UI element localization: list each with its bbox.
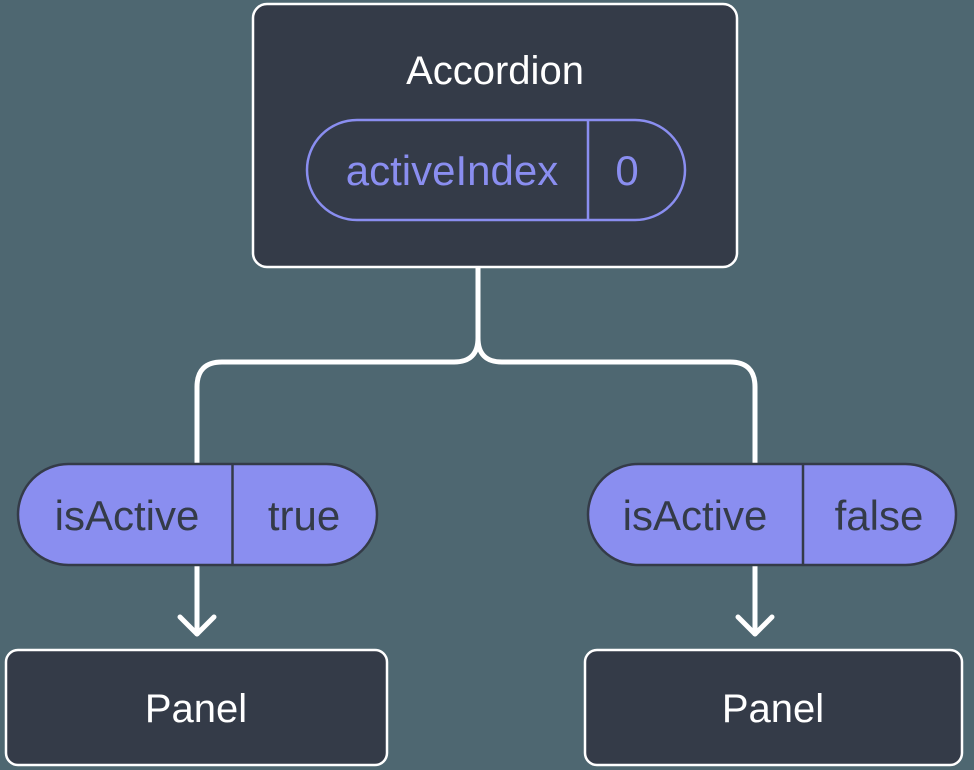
connector-right-branch — [475, 263, 758, 637]
arrowhead-left-icon — [177, 614, 217, 637]
accordion-node-label: Accordion — [406, 49, 584, 93]
panel-left-node-label: Panel — [145, 687, 247, 731]
is-active-true-pill — [16, 462, 379, 567]
active-index-pill — [305, 118, 687, 222]
active-index-prop-value: 0 — [615, 147, 638, 194]
is-active-true-prop-name: isActive — [55, 492, 200, 539]
panel-right-node-label: Panel — [722, 687, 824, 731]
is-active-true-prop-value: true — [268, 492, 340, 539]
is-active-false-pill — [586, 462, 958, 567]
is-active-false-prop-value: false — [835, 492, 924, 539]
accordion-node-box — [251, 2, 739, 269]
active-index-prop-name: activeIndex — [346, 147, 558, 194]
is-active-false-prop-name: isActive — [623, 492, 768, 539]
panel-left-node-box — [4, 648, 389, 767]
panel-right-node-box — [583, 648, 964, 767]
arrowhead-right-icon — [735, 614, 775, 637]
